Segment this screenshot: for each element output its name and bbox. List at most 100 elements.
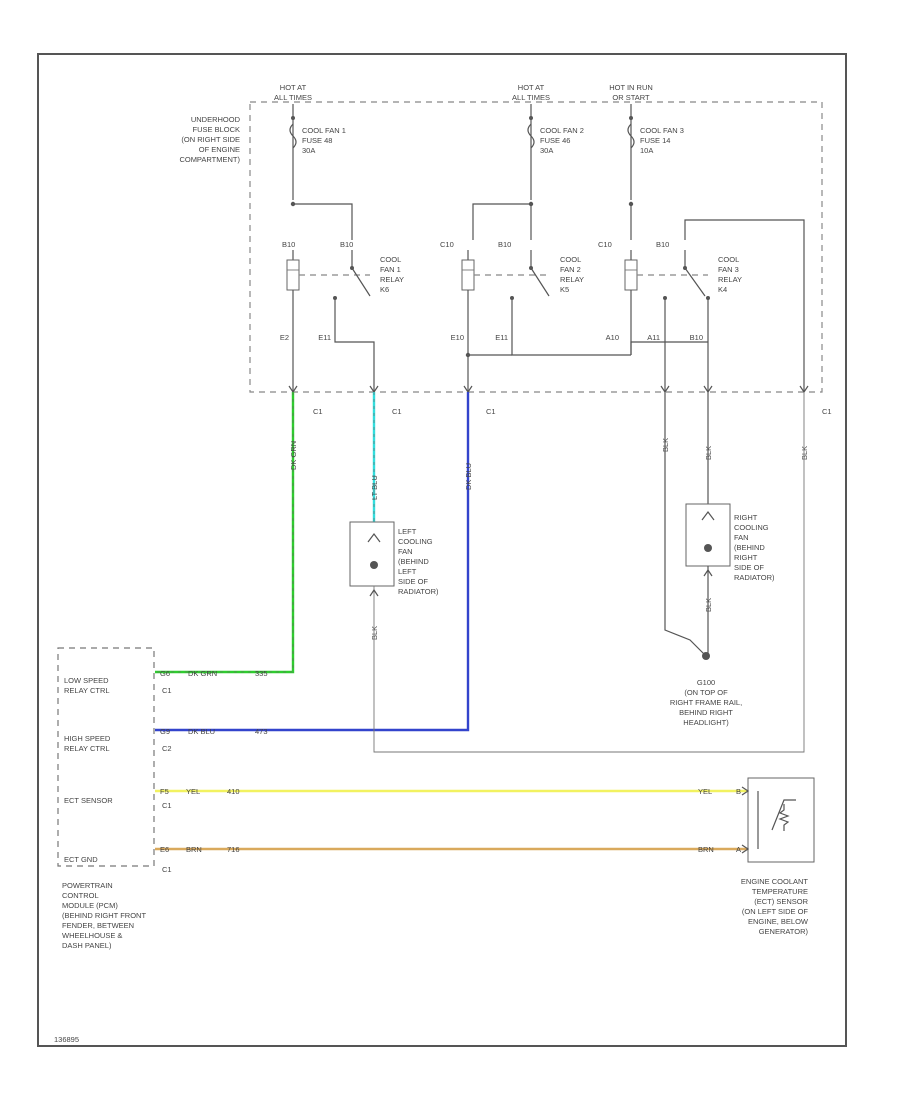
- relay-2-coil-icon: [461, 259, 475, 291]
- circuit-pin: G9: [160, 727, 170, 736]
- circuit-number: 410: [227, 787, 240, 796]
- circuit-color: YEL: [186, 787, 200, 796]
- relay-1-label: RELAY: [380, 275, 404, 284]
- wire-color-label: BLK: [370, 626, 379, 640]
- right-fan-label: SIDE OF: [734, 563, 764, 572]
- terminal-label: A11: [647, 333, 660, 342]
- pcm-connector: C2: [162, 744, 172, 753]
- pcm-pin-name: RELAY CTRL: [64, 744, 110, 753]
- relay-3-coil-icon: [624, 259, 638, 291]
- circuit-labels: G6 DK GRN 335 G9 DK BLU 473 F5 YEL 410 Y…: [160, 669, 714, 854]
- cool-fan-1-relay: B10 B10 COOL FAN 1 RELAY K6: [282, 240, 404, 330]
- ground-id: G100: [697, 678, 715, 687]
- terminal-label: E10: [451, 333, 464, 342]
- right-fan-motor-box: [685, 503, 731, 567]
- ground-location: BEHIND RIGHT: [679, 708, 733, 717]
- left-fan-label: LEFT: [398, 567, 417, 576]
- connector-label: C1: [486, 407, 496, 416]
- cool-fan-2-relay: C10 B10 COOL FAN 2 RELAY K5: [440, 240, 584, 330]
- terminal-label: E11: [318, 333, 331, 342]
- cool-fan-3-relay: C10 B10 COOL FAN 3 RELAY K4: [598, 240, 742, 355]
- left-fan-label: (BEHIND: [398, 557, 429, 566]
- right-fan-label: RIGHT: [734, 513, 758, 522]
- fuse-block-label-line: (ON RIGHT SIDE: [181, 135, 240, 144]
- fuse-1-rating: 30A: [302, 146, 315, 155]
- terminal-label: E11: [495, 333, 508, 342]
- fuse-3: COOL FAN 3 FUSE 14 10A: [627, 104, 684, 200]
- fuse-block-connectors: C1 C1 C1 C1: [288, 385, 832, 416]
- fuse-block-label-line: FUSE BLOCK: [192, 125, 240, 134]
- fuse-1: COOL FAN 1 FUSE 48 30A: [289, 104, 346, 200]
- hot-in-run-label: HOT IN RUN: [609, 83, 653, 92]
- circuit-pin: F5: [160, 787, 169, 796]
- ect-sensor-label: ENGINE, BELOW: [748, 917, 809, 926]
- terminal-label: B10: [690, 333, 703, 342]
- ground-location: HEADLIGHT): [683, 718, 729, 727]
- pcm-boundary: [57, 647, 155, 867]
- pcm-pin-name: HIGH SPEED: [64, 734, 111, 743]
- circuit-number: 473: [255, 727, 268, 736]
- thermistor-icon: [771, 799, 796, 831]
- pcm-label: DASH PANEL): [62, 941, 112, 950]
- circuit-color: BRN: [186, 845, 202, 854]
- relay-3-terminal-label: B10: [656, 240, 669, 249]
- fuse-1-icon: [289, 123, 297, 149]
- circuit-pin: E6: [160, 845, 169, 854]
- fan-motor-icon: [370, 561, 378, 569]
- left-cooling-fan: LEFT COOLING FAN (BEHIND LEFT SIDE OF RA…: [349, 392, 805, 753]
- ect-sensor: B A ENGINE COOLANT TEMPERATURE (ECT) SEN…: [736, 777, 815, 936]
- wire-color-label: DK BLU: [464, 463, 473, 490]
- sensor-pin: A: [736, 845, 741, 854]
- relay-1-label: K6: [380, 285, 389, 294]
- connector-label: C1: [313, 407, 323, 416]
- pcm-pin-name: ECT GND: [64, 855, 98, 864]
- circuit-color: BRN: [698, 845, 714, 854]
- relay-3-label: RELAY: [718, 275, 742, 284]
- fuse-block-internal-wiring: [292, 300, 709, 392]
- left-fan-motor-box: [349, 521, 395, 587]
- right-fan-label: COOLING: [734, 523, 769, 532]
- relay-1-label: COOL: [380, 255, 401, 264]
- relay-3-label: COOL: [718, 255, 739, 264]
- pcm-label: MODULE (PCM): [62, 901, 118, 910]
- circuit-color: DK BLU: [188, 727, 215, 736]
- circuit-number: 335: [255, 669, 268, 678]
- left-fan-label: LEFT: [398, 527, 417, 536]
- wire-color-label: BLK: [800, 446, 809, 460]
- hot-at-all-times-label-2: HOT AT: [518, 83, 545, 92]
- fuse-1-name: COOL FAN 1: [302, 126, 346, 135]
- pcm-pin-name: RELAY CTRL: [64, 686, 110, 695]
- connector-label: C1: [822, 407, 832, 416]
- circuit-pin: G6: [160, 669, 170, 678]
- fuse-block-label-line: COMPARTMENT): [179, 155, 240, 164]
- pcm-connector: C1: [162, 865, 172, 874]
- left-fan-label: FAN: [398, 547, 413, 556]
- fuse-2-icon: [527, 123, 535, 149]
- relay-1-label: FAN 1: [380, 265, 401, 274]
- relay-2-switch-icon: [530, 267, 550, 297]
- fuse-3-name: COOL FAN 3: [640, 126, 684, 135]
- circuit-color: YEL: [698, 787, 712, 796]
- ect-sensor-label: GENERATOR): [759, 927, 809, 936]
- terminal-label: A10: [606, 333, 619, 342]
- relay-3-switch-icon: [684, 267, 706, 297]
- relay-1-switch-icon: [351, 267, 371, 297]
- fan-ground-return-wire: [373, 392, 805, 753]
- relay-2-label: COOL: [560, 255, 581, 264]
- fuse-bus-wiring: [290, 201, 805, 392]
- ground-location: (ON TOP OF: [684, 688, 728, 697]
- ect-sensor-label: TEMPERATURE: [752, 887, 808, 896]
- pcm-label: FENDER, BETWEEN: [62, 921, 134, 930]
- power-labels: HOT AT ALL TIMES HOT AT ALL TIMES HOT IN…: [274, 83, 653, 102]
- pcm-connector: C1: [162, 801, 172, 810]
- wire-color-label: LT BLU: [370, 475, 379, 500]
- relay-2-label: RELAY: [560, 275, 584, 284]
- ground-g100: G100 (ON TOP OF RIGHT FRAME RAIL, BEHIND…: [670, 652, 742, 727]
- relay-2-terminal-label: C10: [440, 240, 454, 249]
- circuit-color: DK GRN: [188, 669, 217, 678]
- fuse-block-label: UNDERHOOD FUSE BLOCK (ON RIGHT SIDE OF E…: [179, 115, 240, 164]
- relay-3-label: FAN 3: [718, 265, 739, 274]
- fuse-1-terminal: [291, 116, 295, 120]
- left-fan-label: SIDE OF: [398, 577, 428, 586]
